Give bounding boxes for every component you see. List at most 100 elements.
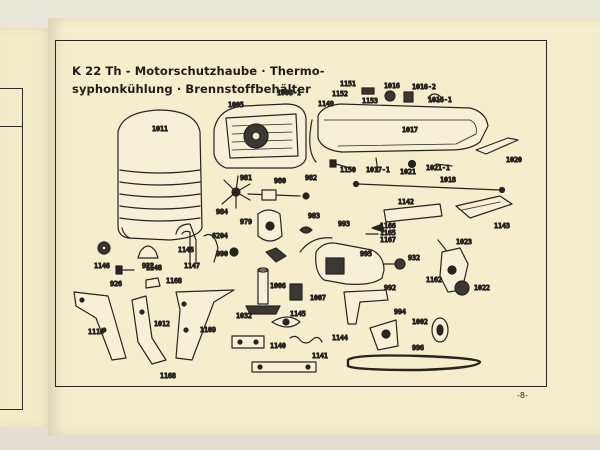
label-1146-hose: 1146 — [178, 246, 194, 254]
label-1142: 1142 — [398, 198, 414, 206]
part-990-pipe — [203, 233, 239, 263]
label-1110: 1110 — [88, 328, 104, 336]
part-994-plate — [369, 319, 399, 351]
part-995-generator — [299, 237, 399, 285]
part-1110-stand-left — [73, 291, 127, 361]
label-1016-2: 1016-2 — [412, 83, 436, 91]
label-979: 979 — [240, 218, 252, 226]
label-1141: 1141 — [312, 352, 328, 360]
label-1021: 1021 — [400, 168, 416, 176]
label-922: 922 — [142, 262, 154, 270]
part-1017-fuel-tank — [309, 103, 489, 163]
part-1145-gasket — [271, 316, 301, 328]
label-1023: 1023 — [456, 238, 472, 246]
part-1006-post — [245, 267, 281, 315]
illustration-frame — [55, 40, 547, 387]
label-1006: 1006 — [270, 282, 286, 290]
part-1022-carburettor — [437, 239, 470, 296]
label-932: 932 — [408, 254, 420, 262]
label-1146: 1146 — [94, 262, 110, 270]
label-1012: 1012 — [154, 320, 170, 328]
part-1147-hose — [175, 223, 197, 263]
part-1146-knob — [97, 241, 111, 255]
label-1162: 1162 — [426, 276, 442, 284]
label-926: 926 — [110, 280, 122, 288]
label-1168-bottom: 1168 — [160, 372, 176, 380]
label-981: 981 — [240, 174, 252, 182]
part-1153-filler-cap — [361, 87, 443, 103]
label-995: 995 — [360, 250, 372, 258]
part-1144-spring — [289, 335, 323, 344]
label-1018: 1018 — [440, 176, 456, 184]
part-1020-bracket-bar — [475, 137, 519, 155]
part-981-fan-blade — [221, 175, 251, 209]
label-994: 994 — [394, 308, 406, 316]
part-1141-strip — [251, 361, 317, 373]
part-1142-bracket — [383, 203, 443, 223]
label-1032: 1032 — [236, 312, 252, 320]
label-1022: 1022 — [474, 284, 490, 292]
label-1150: 1150 — [340, 166, 356, 174]
label-1008-1: 1008-1 — [277, 89, 301, 97]
left-page-frame — [0, 88, 23, 410]
label-1148: 1148 — [146, 264, 162, 272]
part-1018-rod — [352, 180, 506, 194]
label-1016-1: 1016-1 — [428, 96, 452, 104]
label-1165: 1165 — [380, 229, 396, 237]
part-1002-pulley — [431, 317, 449, 343]
left-page-rule — [0, 126, 22, 127]
label-1007: 1007 — [310, 294, 326, 302]
label-1140: 1140 — [270, 342, 286, 350]
label-996: 996 — [412, 344, 424, 352]
label-1143: 1143 — [494, 222, 510, 230]
label-1021-1: 1021-1 — [426, 164, 450, 172]
label-993: 993 — [338, 220, 350, 228]
part-1011-cowling-hood — [117, 109, 203, 241]
label-990: 990 — [216, 250, 228, 258]
part-1012-lever — [131, 295, 167, 365]
part-922-clamp — [137, 245, 159, 259]
part-992-bracket — [343, 289, 389, 325]
part-979-mount — [257, 209, 287, 263]
label-980: 980 — [274, 177, 286, 185]
label-1002: 1002 — [412, 318, 428, 326]
page-title: K 22 Th - Motorschutzhaube · Thermo- syp… — [72, 62, 325, 98]
label-1167: 1167 — [380, 236, 396, 244]
part-1150-bolts — [329, 157, 453, 173]
part-1007-cylinder — [289, 283, 303, 301]
label-1016: 1016 — [384, 82, 400, 90]
part-1140-plate — [231, 335, 265, 349]
label-6204: 6204 — [212, 232, 228, 240]
part-980-shaft — [247, 189, 310, 201]
label-1151: 1151 — [340, 80, 356, 88]
label-1020: 1020 — [506, 156, 522, 164]
page-title-line-1: K 22 Th - Motorschutzhaube · Thermo- — [72, 64, 325, 78]
label-982: 982 — [305, 174, 317, 182]
label-1144: 1144 — [332, 334, 348, 342]
part-996-v-belt — [346, 354, 482, 372]
label-1153: 1153 — [362, 97, 378, 105]
label-1149: 1149 — [318, 100, 334, 108]
label-1168-top: 1168 — [166, 277, 182, 285]
label-1145: 1145 — [290, 310, 306, 318]
part-number-labels: 1011 1005 1008-1 1149 1151 1152 1153 101… — [87, 79, 522, 380]
label-1017-1: 1017-1 — [366, 166, 390, 174]
label-1166: 1166 — [380, 222, 396, 230]
part-926-screw — [115, 265, 161, 289]
page-title-line-2: syphonkühlung · Brennstoffbehälter — [72, 82, 311, 96]
part-1109-stand-right — [175, 289, 235, 361]
part-1005-fan-housing — [213, 103, 307, 169]
page-number-mark: -8- — [517, 391, 528, 400]
label-1005: 1005 — [228, 101, 244, 109]
part-932-pulley — [394, 258, 406, 270]
part-1143-support — [455, 195, 513, 219]
label-1109: 1109 — [200, 326, 216, 334]
label-1017: 1017 — [402, 126, 418, 134]
label-1011: 1011 — [152, 125, 168, 133]
label-992: 992 — [384, 284, 396, 292]
label-984: 984 — [216, 208, 228, 216]
part-983-spring — [299, 226, 313, 234]
part-1165-clips — [365, 223, 385, 235]
